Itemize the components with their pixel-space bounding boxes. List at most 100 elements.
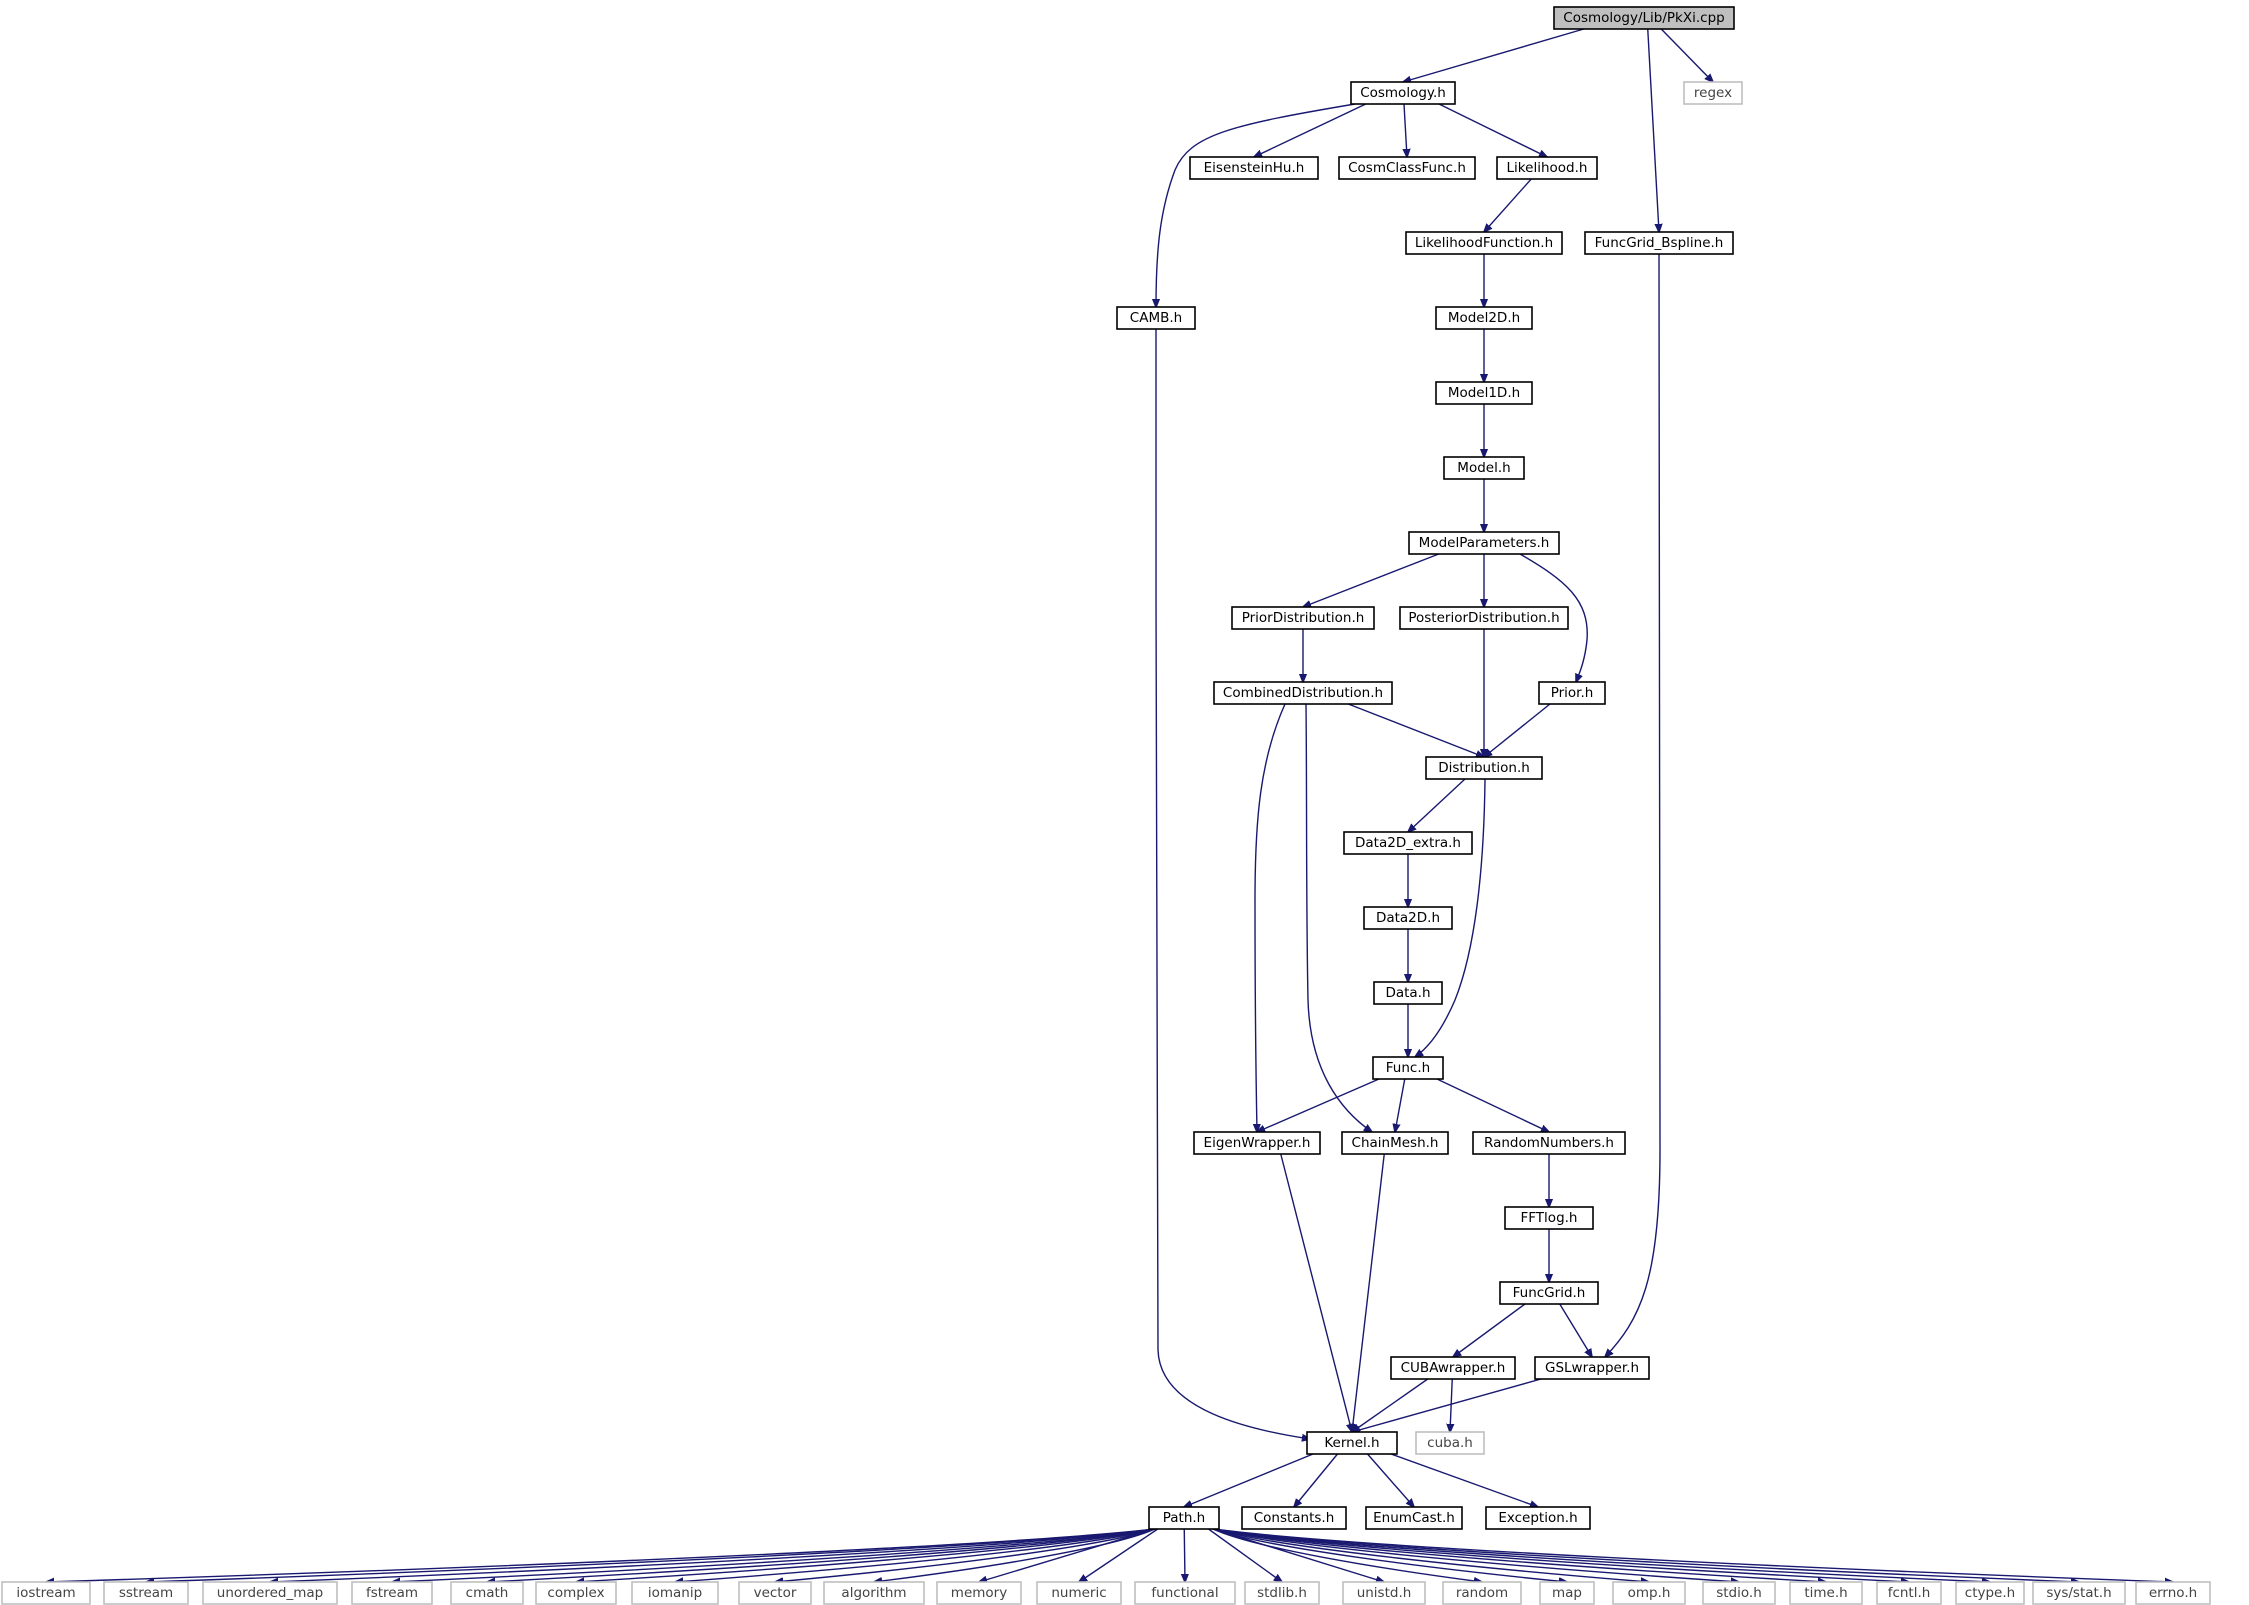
edge-combineddistribution-to-distribution xyxy=(1347,703,1484,757)
edge-distribution-to-func xyxy=(1415,778,1486,1057)
edge-path-to-functional xyxy=(1184,1528,1185,1582)
node-random: random xyxy=(1442,1581,1522,1605)
node-label: errno.h xyxy=(2149,1585,2197,1601)
node-cosmclassfunc[interactable]: CosmClassFunc.h xyxy=(1338,156,1476,180)
edge-root-to-funcgrid_bspline xyxy=(1647,28,1659,232)
node-gslwrapper[interactable]: GSLwrapper.h xyxy=(1534,1356,1650,1380)
node-prior[interactable]: Prior.h xyxy=(1538,681,1606,705)
edge-root-to-regex xyxy=(1660,28,1713,82)
node-label: unistd.h xyxy=(1357,1585,1412,1601)
node-model2d[interactable]: Model2D.h xyxy=(1435,306,1533,330)
node-box xyxy=(1343,831,1473,855)
node-label: Likelihood.h xyxy=(1507,160,1588,176)
node-randomnumbers[interactable]: RandomNumbers.h xyxy=(1472,1131,1626,1155)
node-box xyxy=(202,1581,338,1605)
edge-chainmesh-to-kernel xyxy=(1352,1153,1385,1432)
edge-path-to-fstream xyxy=(392,1528,1156,1582)
node-label: FuncGrid_Bspline.h xyxy=(1595,235,1724,251)
node-label: Model1D.h xyxy=(1448,385,1520,401)
node-box xyxy=(1955,1581,2025,1605)
node-camb[interactable]: CAMB.h xyxy=(1116,306,1196,330)
node-likelihood[interactable]: Likelihood.h xyxy=(1496,156,1598,180)
edge-likelihood-to-likelihoodfunction xyxy=(1484,178,1532,232)
node-box xyxy=(1553,6,1735,30)
node-box xyxy=(1442,1581,1522,1605)
edge-camb-to-kernel xyxy=(1155,328,1310,1439)
edge-cosmology-to-eisensteinhu xyxy=(1254,103,1367,157)
edge-path-to-map xyxy=(1212,1528,1567,1582)
node-model1d[interactable]: Model1D.h xyxy=(1435,381,1533,405)
node-box xyxy=(1534,1356,1650,1380)
node-label: numeric xyxy=(1051,1585,1106,1601)
node-label: map xyxy=(1552,1585,1582,1601)
node-likelihoodfunction[interactable]: LikelihoodFunction.h xyxy=(1405,231,1563,255)
node-fftlog[interactable]: FFTlog.h xyxy=(1504,1206,1594,1230)
node-label: omp.h xyxy=(1628,1585,1671,1601)
node-cubawrapper[interactable]: CUBAwrapper.h xyxy=(1390,1356,1516,1380)
node-box xyxy=(738,1581,812,1605)
node-label: Func.h xyxy=(1386,1060,1430,1076)
node-eigenwrapper[interactable]: EigenWrapper.h xyxy=(1193,1131,1321,1155)
node-label: CosmClassFunc.h xyxy=(1348,160,1466,176)
node-box xyxy=(1,1581,91,1605)
node-box xyxy=(2135,1581,2211,1605)
node-label: complex xyxy=(547,1585,604,1601)
node-cosmology[interactable]: Cosmology.h xyxy=(1350,81,1456,105)
node-box xyxy=(1443,456,1525,480)
node-eisensteinhu[interactable]: EisensteinHu.h xyxy=(1189,156,1319,180)
node-box xyxy=(1306,1431,1398,1455)
node-label: cmath xyxy=(466,1585,509,1601)
node-root[interactable]: Cosmology/Lib/PkXi.cpp xyxy=(1553,6,1735,30)
edge-kernel-to-exception xyxy=(1390,1453,1538,1507)
node-functional: functional xyxy=(1134,1581,1236,1605)
edge-layer xyxy=(46,28,2173,1582)
node-exception[interactable]: Exception.h xyxy=(1485,1506,1591,1530)
node-label: PosteriorDistribution.h xyxy=(1408,610,1559,626)
node-modelparameters[interactable]: ModelParameters.h xyxy=(1408,531,1560,555)
node-box xyxy=(823,1581,925,1605)
node-chainmesh[interactable]: ChainMesh.h xyxy=(1341,1131,1449,1155)
edge-path-to-memory xyxy=(979,1528,1156,1582)
edge-path-to-complex xyxy=(576,1528,1156,1582)
node-label: fstream xyxy=(366,1585,418,1601)
node-box xyxy=(1244,1581,1320,1605)
node-func[interactable]: Func.h xyxy=(1372,1056,1444,1080)
node-model[interactable]: Model.h xyxy=(1443,456,1525,480)
node-posteriordistribution[interactable]: PosteriorDistribution.h xyxy=(1399,606,1569,630)
edge-modelparameters-to-priordistribution xyxy=(1303,553,1440,607)
edge-path-to-unordered_map xyxy=(270,1528,1156,1582)
edge-path-to-errno xyxy=(1212,1528,2173,1582)
node-cuba: cuba.h xyxy=(1415,1431,1485,1455)
node-label: functional xyxy=(1151,1585,1218,1601)
node-funcgrid[interactable]: FuncGrid.h xyxy=(1499,1281,1599,1305)
node-label: EigenWrapper.h xyxy=(1204,1135,1311,1151)
node-kernel[interactable]: Kernel.h xyxy=(1306,1431,1398,1455)
edge-gslwrapper-to-kernel xyxy=(1352,1378,1542,1432)
node-combineddistribution[interactable]: CombinedDistribution.h xyxy=(1213,681,1393,705)
node-data[interactable]: Data.h xyxy=(1373,981,1443,1005)
node-label: Data2D.h xyxy=(1376,910,1440,926)
node-constants[interactable]: Constants.h xyxy=(1241,1506,1347,1530)
node-box xyxy=(1539,1581,1595,1605)
node-data2d[interactable]: Data2D.h xyxy=(1363,906,1453,930)
node-label: ctype.h xyxy=(1965,1585,2015,1601)
edge-path-to-unistd xyxy=(1212,1528,1384,1582)
node-algorithm: algorithm xyxy=(823,1581,925,1605)
edge-funcgrid-to-cubawrapper xyxy=(1453,1303,1526,1357)
node-distribution[interactable]: Distribution.h xyxy=(1425,756,1543,780)
node-box xyxy=(1338,156,1476,180)
node-funcgrid-bspline[interactable]: FuncGrid_Bspline.h xyxy=(1584,231,1734,255)
node-label: GSLwrapper.h xyxy=(1545,1360,1639,1376)
node-label: sstream xyxy=(119,1585,173,1601)
node-box xyxy=(1116,306,1196,330)
node-data2d-extra[interactable]: Data2D_extra.h xyxy=(1343,831,1473,855)
edge-cosmology-to-camb xyxy=(1156,103,1356,307)
node-path[interactable]: Path.h xyxy=(1148,1506,1220,1530)
node-enumcast[interactable]: EnumCast.h xyxy=(1365,1506,1463,1530)
node-label: vector xyxy=(754,1585,797,1601)
node-fcntl: fcntl.h xyxy=(1876,1581,1942,1605)
node-box xyxy=(1435,381,1533,405)
node-priordistribution[interactable]: PriorDistribution.h xyxy=(1231,606,1375,630)
node-label: Exception.h xyxy=(1498,1510,1577,1526)
